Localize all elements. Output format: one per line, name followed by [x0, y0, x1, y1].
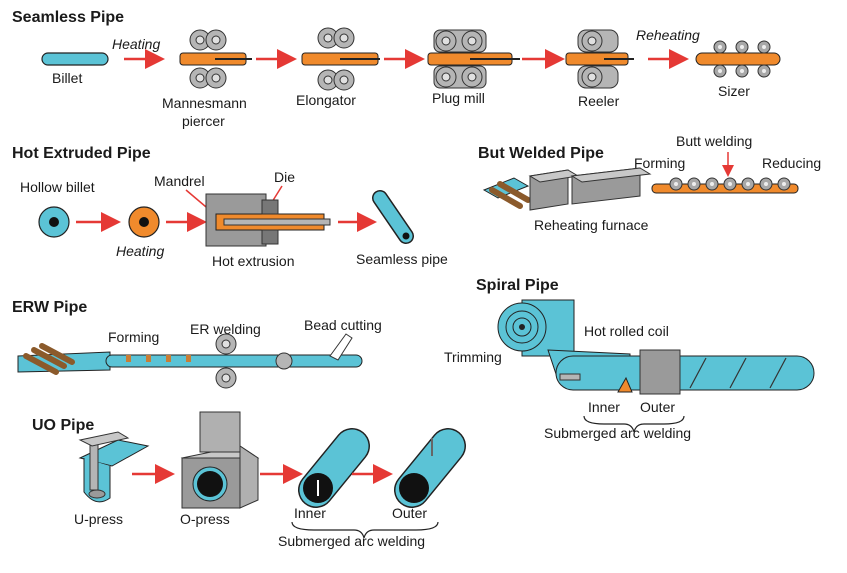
- uo-title: UO Pipe: [32, 417, 94, 434]
- inner-weld-pipe-shape: [298, 428, 370, 508]
- spiral-brace: [583, 415, 685, 433]
- plug-mill: [427, 29, 520, 89]
- uo-inner-label: Inner: [294, 505, 326, 521]
- billet-label: Billet: [52, 70, 82, 86]
- erw-title: ERW Pipe: [12, 299, 87, 316]
- plug-mill-label: Plug mill: [432, 90, 485, 106]
- seamless-pipe-label: Seamless pipe: [356, 251, 448, 267]
- reducing-label: Reducing: [762, 155, 821, 171]
- heated-billet-shape: [128, 206, 160, 238]
- mannesmann-label-1: Mannesmann: [162, 95, 247, 111]
- spiral-outer-label: Outer: [640, 399, 675, 415]
- forming-label-bw: Forming: [634, 155, 685, 171]
- sizer: [695, 40, 781, 78]
- spiral-pipe-shape: [555, 349, 815, 395]
- heating-label-2: Heating: [116, 243, 164, 259]
- erw-line: [17, 333, 363, 389]
- o-press-label: O-press: [180, 511, 230, 527]
- hot-extruded-title: Hot Extruded Pipe: [12, 145, 151, 162]
- mannesmann-piercer: [179, 29, 252, 89]
- seamless-pipe-shape: [372, 190, 414, 244]
- u-press-shape: [78, 431, 150, 503]
- uo-saw-label: Submerged arc welding: [278, 533, 425, 549]
- trimming-label: Trimming: [444, 349, 502, 365]
- seamless-title: Seamless Pipe: [12, 9, 124, 26]
- o-press-shape: [180, 411, 260, 509]
- elongator: [301, 27, 380, 91]
- spiral-title: Spiral Pipe: [476, 277, 559, 294]
- erw-section: ERW Pipe Forming ER welding Bead cutting: [12, 299, 382, 389]
- die-label: Die: [274, 169, 295, 185]
- butt-welded-section: But Welded Pipe Butt welding Forming Red…: [478, 133, 821, 233]
- spiral-inner-label: Inner: [588, 399, 620, 415]
- hot-extrusion-label: Hot extrusion: [212, 253, 294, 269]
- hot-rolled-coil-label: Hot rolled coil: [584, 323, 669, 339]
- reheating-label: Reheating: [636, 27, 700, 43]
- uo-outer-label: Outer: [392, 505, 427, 521]
- butt-welding-label: Butt welding: [676, 133, 752, 149]
- hot-extrusion-press: [205, 193, 331, 247]
- uo-section: UO Pipe U-press O-press: [32, 411, 466, 549]
- er-welding-label: ER welding: [190, 321, 261, 337]
- hollow-billet-label: Hollow billet: [20, 179, 95, 195]
- butt-welded-title: But Welded Pipe: [478, 145, 604, 162]
- sizer-label: Sizer: [718, 83, 750, 99]
- u-press-label: U-press: [74, 511, 123, 527]
- seamless-pipe-section: Seamless Pipe Billet Heating Mannesmann …: [12, 9, 781, 129]
- reheating-furnace-label: Reheating furnace: [534, 217, 649, 233]
- mannesmann-label-2: piercer: [182, 113, 225, 129]
- spiral-saw-label: Submerged arc welding: [544, 425, 691, 441]
- butt-weld-line: [482, 167, 799, 211]
- billet-shape: [41, 52, 109, 66]
- reeler: [565, 29, 634, 89]
- heating-label: Heating: [112, 36, 160, 52]
- uo-brace: [291, 521, 439, 539]
- bead-cutting-label: Bead cutting: [304, 317, 382, 333]
- spiral-section: Spiral Pipe Hot rolled coil Trimming Inn…: [444, 277, 815, 441]
- outer-weld-pipe-shape: [394, 428, 466, 508]
- mandrel-label: Mandrel: [154, 173, 205, 189]
- forming-label-erw: Forming: [108, 329, 159, 345]
- reeler-label: Reeler: [578, 93, 620, 109]
- die-pointer: [271, 185, 283, 203]
- hollow-billet-shape: [38, 206, 70, 238]
- elongator-label: Elongator: [296, 92, 356, 108]
- hot-extruded-section: Hot Extruded Pipe Hollow billet Heating …: [12, 145, 448, 269]
